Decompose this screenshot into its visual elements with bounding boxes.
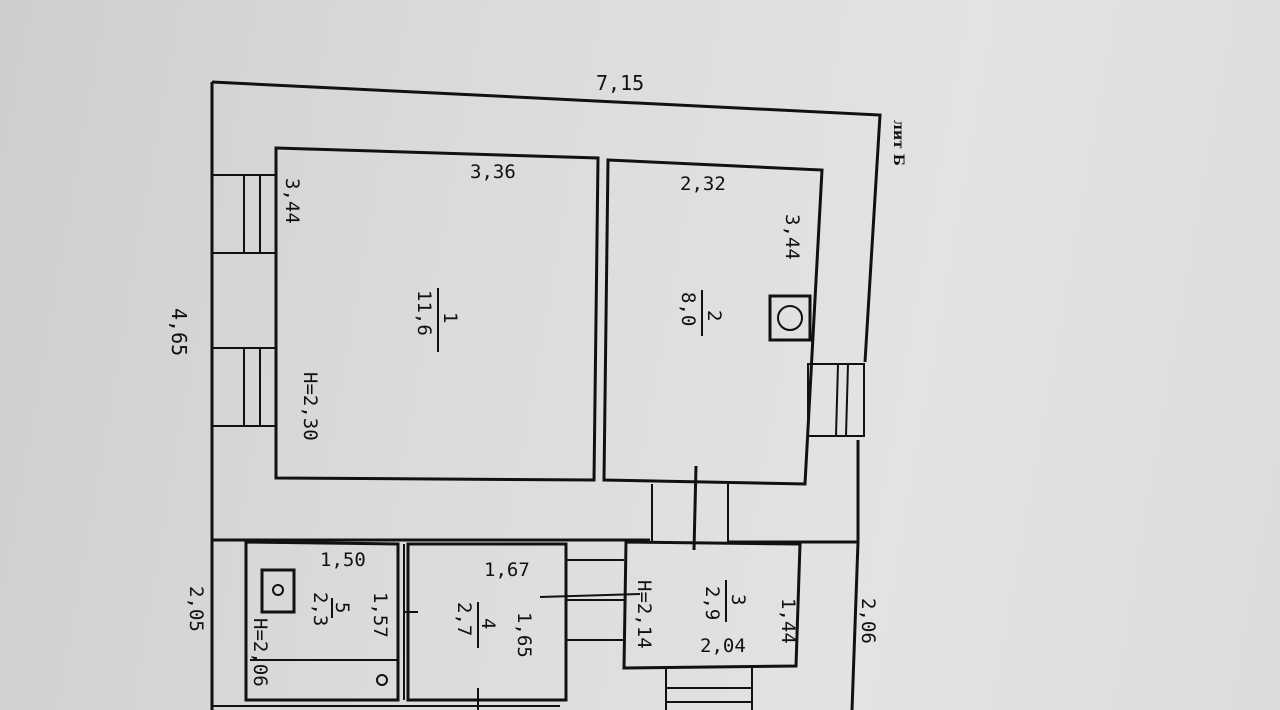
- outer-lower-left: 2,05: [185, 586, 207, 632]
- room-3-height: H=2,14: [633, 580, 655, 649]
- window-right: [807, 363, 865, 437]
- stove-icon: [768, 294, 812, 342]
- room-2-number: 2: [703, 310, 725, 321]
- right-outer-lower: [850, 541, 860, 710]
- room-4-area: 2,7: [453, 602, 475, 636]
- room-5-width: 1,50: [320, 549, 366, 571]
- room-4-outline: [406, 542, 568, 702]
- room-2-outline: [602, 158, 824, 486]
- room-2-length: 3,44: [781, 214, 803, 260]
- room-5-height: H=2,06: [249, 618, 271, 687]
- window-left-bottom: [211, 347, 277, 427]
- partition-wall: [593, 157, 599, 481]
- entry-steps: [665, 668, 753, 710]
- fixture-icon: [376, 674, 388, 686]
- room-1-number: 1: [439, 312, 461, 323]
- room-5-area: 2,3: [309, 592, 331, 626]
- room-3-width: 2,04: [700, 635, 746, 657]
- lit-label: лит Б: [890, 120, 906, 166]
- room-5-outline: [244, 540, 400, 702]
- outer-width-label: 7,15: [596, 71, 644, 95]
- room-3-area: 2,9: [701, 586, 723, 620]
- window-left-top: [211, 174, 277, 254]
- room-1-height: H=2,30: [299, 372, 321, 441]
- room-3-length: 1,44: [777, 598, 799, 644]
- outer-lower-right: 2,06: [857, 598, 879, 644]
- door-2-3: [651, 465, 729, 551]
- room-3-number: 3: [727, 594, 749, 605]
- room-2-width: 2,32: [680, 173, 726, 195]
- room-4-number: 4: [477, 618, 499, 629]
- room-5-length: 1,57: [369, 592, 391, 638]
- room-2-area: 8,0: [677, 292, 699, 326]
- room-3-outline: [622, 540, 802, 670]
- room-4-width: 1,67: [484, 559, 530, 581]
- corridor-window: [539, 559, 641, 641]
- room-1-length: 3,44: [281, 178, 303, 224]
- room-5-number: 5: [331, 602, 353, 613]
- room-1-width: 3,36: [470, 161, 516, 183]
- room-1-area: 11,6: [413, 290, 435, 336]
- outer-height-label: 4,65: [167, 308, 191, 356]
- room-4-length: 1,65: [513, 612, 535, 658]
- partition-wall-2: [603, 159, 609, 481]
- stove-small-icon: [260, 568, 296, 614]
